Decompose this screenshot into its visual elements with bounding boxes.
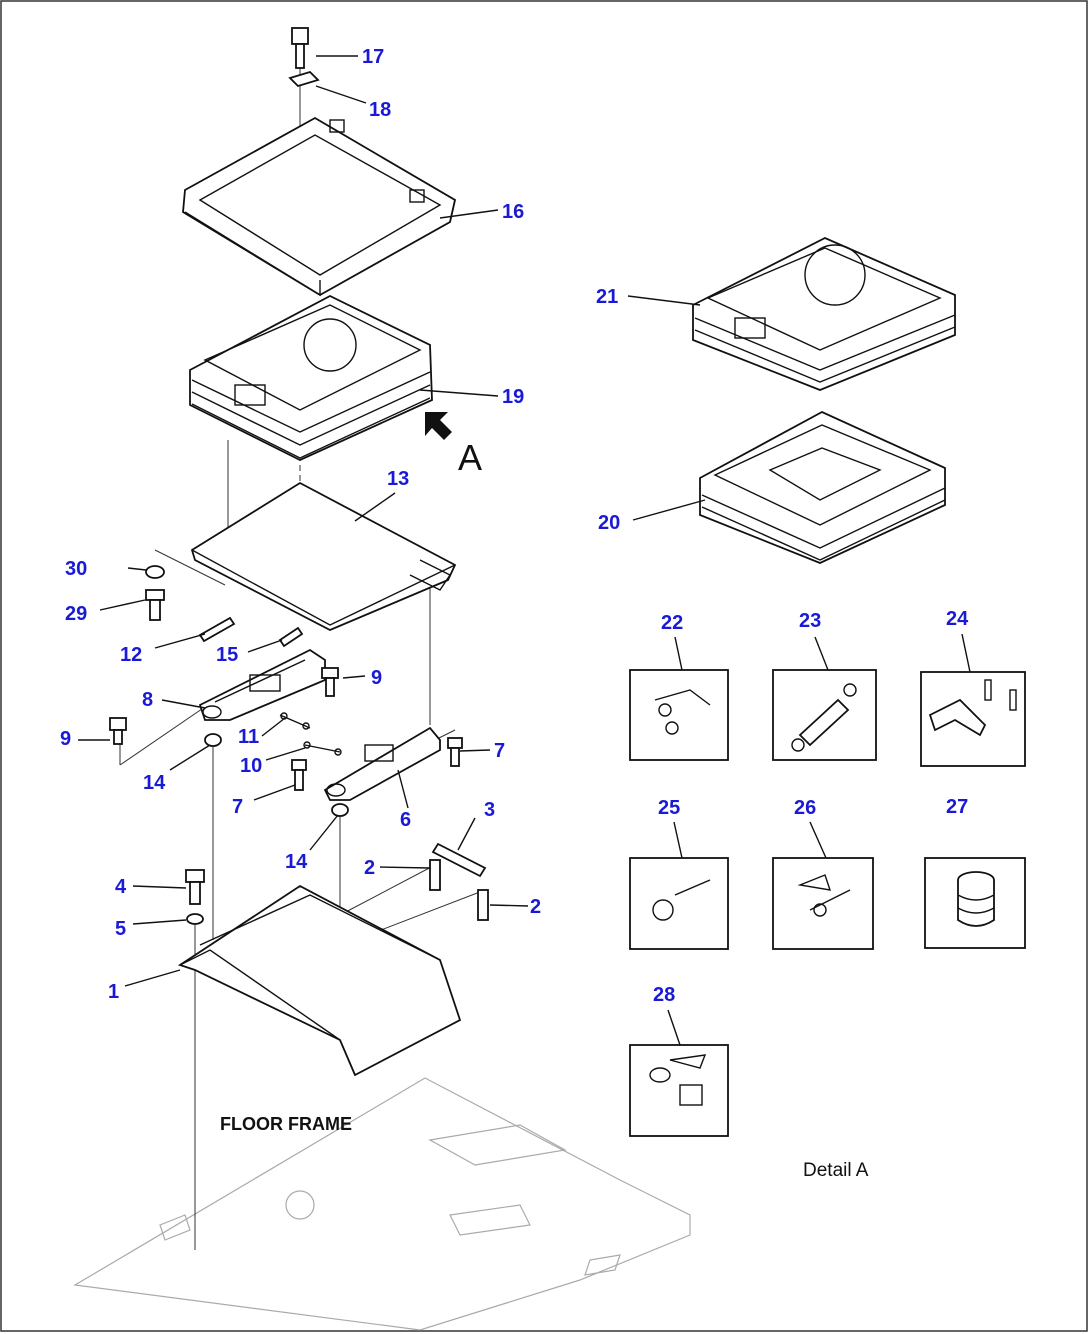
callout-14-right: 14 [285, 851, 308, 873]
part-20-bellows [699, 410, 946, 564]
part-21-suspension [692, 237, 956, 391]
callout-labels: 17 18 16 19 13 30 29 12 15 8 9 9 11 10 1… [60, 46, 969, 1006]
callout-20: 20 [598, 512, 620, 534]
part-2-pin-upper [429, 859, 441, 891]
part-19-suspension [189, 294, 433, 461]
part-1-bracket [177, 884, 462, 1077]
callout-10: 10 [240, 755, 262, 777]
callout-1: 1 [108, 981, 119, 1003]
detail-box-23 [772, 669, 877, 761]
part-4-bolt [185, 869, 205, 905]
callout-21: 21 [596, 286, 618, 308]
callout-23: 23 [799, 610, 821, 632]
callout-28: 28 [653, 984, 675, 1006]
callout-9-left: 9 [60, 728, 71, 750]
detail-box-28 [629, 1044, 729, 1137]
callout-7-left: 7 [232, 796, 243, 818]
view-letter-a: A [458, 437, 482, 478]
callout-15: 15 [216, 644, 238, 666]
floor-frame-drawing [73, 1077, 691, 1331]
detail-a-label: Detail A [803, 1160, 869, 1181]
view-a-arrow [425, 412, 452, 440]
callout-9-right: 9 [371, 667, 382, 689]
part-16-frame [182, 116, 457, 297]
part-12-pin [198, 616, 236, 643]
callout-18: 18 [369, 99, 391, 121]
part-7-bolt-right [447, 737, 463, 767]
callout-2-lower: 2 [530, 896, 541, 918]
part-9-bolt-left [109, 717, 127, 745]
part-15-pin [278, 626, 304, 648]
callout-7-right: 7 [494, 740, 505, 762]
callout-16: 16 [502, 201, 524, 223]
callout-2-upper: 2 [364, 857, 375, 879]
part-18-plate [288, 70, 320, 88]
callout-5: 5 [115, 918, 126, 940]
callout-22: 22 [661, 612, 683, 634]
callout-14-left: 14 [143, 772, 166, 794]
detail-box-27 [924, 857, 1026, 949]
detail-box-25 [629, 857, 729, 950]
part-10-spring [303, 741, 342, 756]
part-13-plate [190, 481, 457, 631]
callout-24: 24 [946, 608, 969, 630]
callout-30: 30 [65, 558, 87, 580]
callout-13: 13 [387, 468, 409, 490]
part-30-washer [145, 565, 165, 579]
callout-29: 29 [65, 603, 87, 625]
callout-26: 26 [794, 797, 816, 819]
callout-3: 3 [484, 799, 495, 821]
part-11-spring [279, 712, 311, 730]
detail-box-24 [920, 671, 1026, 767]
part-3-bar [431, 842, 487, 878]
part-14-washer-right [331, 803, 349, 817]
callout-12: 12 [120, 644, 142, 666]
part-7-bolt-left [291, 759, 307, 791]
callout-4: 4 [115, 876, 127, 898]
part-5-washer [186, 913, 204, 925]
part-8-rail [198, 648, 326, 721]
callout-19: 19 [502, 386, 524, 408]
callout-27: 27 [946, 796, 968, 818]
part-2-pin-lower [477, 889, 489, 921]
callout-17: 17 [362, 46, 384, 68]
detail-box-22 [629, 669, 729, 761]
callout-25: 25 [658, 797, 680, 819]
part-17-bolt [291, 27, 309, 69]
floor-frame-label: FLOOR FRAME [220, 1114, 352, 1134]
part-29-bolt [145, 589, 165, 621]
callout-11: 11 [238, 726, 259, 748]
callout-6: 6 [400, 809, 411, 831]
part-9-bolt-right [321, 667, 339, 697]
part-6-rail [323, 726, 441, 801]
leader-lines [78, 55, 971, 1046]
callout-8: 8 [142, 689, 153, 711]
part-14-washer-left [204, 733, 222, 747]
detail-box-26 [772, 857, 874, 950]
